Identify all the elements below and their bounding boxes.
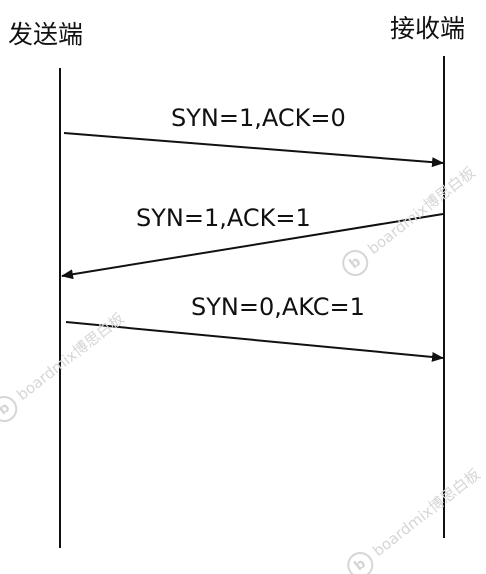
- message-arrow-3: [65, 321, 444, 362]
- message-label-3: SYN=0,AKC=1: [191, 293, 365, 321]
- message-arrow-2: [61, 213, 444, 280]
- message-arrow-1: [63, 132, 444, 168]
- sender-label: 发送端: [8, 20, 84, 49]
- message-label-1: SYN=1,ACK=0: [171, 104, 346, 132]
- message-label-2: SYN=1,ACK=1: [136, 204, 311, 232]
- receiver-label: 接收端: [390, 14, 466, 43]
